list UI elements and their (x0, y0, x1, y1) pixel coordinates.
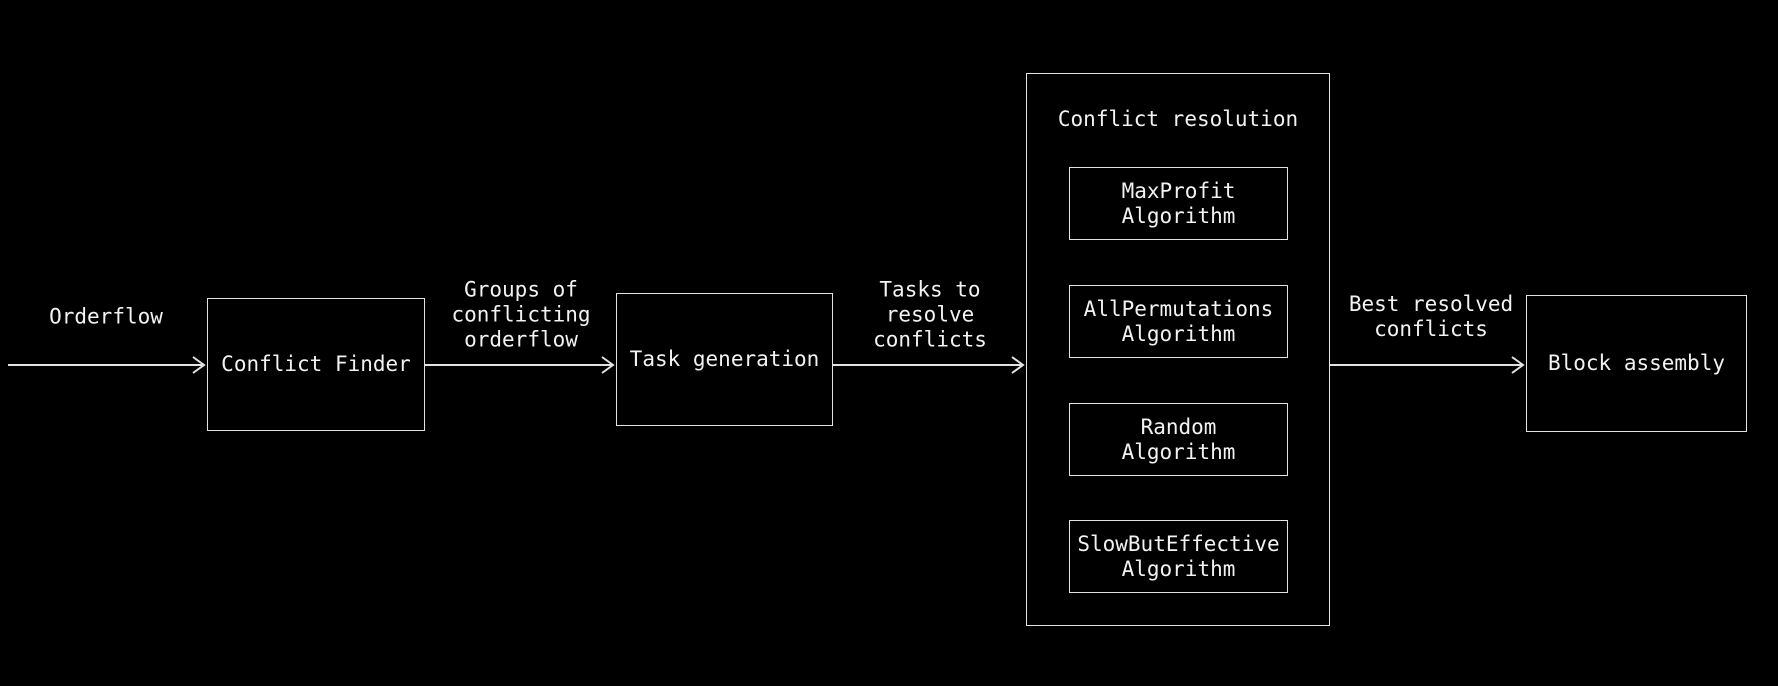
edge-label-tasks-to-resolve-conflicts: Tasks to resolve conflicts (873, 277, 987, 352)
algorithm-box-allpermutations: AllPermutations Algorithm (1069, 285, 1288, 358)
arrow-groups-of-conflicting-orderflow (425, 356, 615, 374)
node-conflict-finder: Conflict Finder (207, 298, 425, 431)
arrow-tasks-to-resolve-conflicts (833, 356, 1025, 374)
edge-label-best-resolved-conflicts: Best resolved conflicts (1348, 292, 1514, 341)
arrow-orderflow (8, 356, 206, 374)
edge-label-orderflow: Orderflow (49, 304, 163, 329)
algorithm-box-slowbuteffective: SlowButEffective Algorithm (1069, 520, 1288, 593)
arrowhead-icon (601, 356, 615, 374)
arrowhead-icon (1511, 356, 1525, 374)
node-block-assembly: Block assembly (1526, 295, 1747, 432)
arrow-best-resolved-conflicts (1330, 356, 1525, 374)
container-title: Conflict resolution (1057, 107, 1299, 131)
arrowhead-icon (1011, 356, 1025, 374)
node-task-generation: Task generation (616, 293, 833, 426)
algorithm-box-maxprofit: MaxProfit Algorithm (1069, 167, 1288, 240)
container-conflict-resolution: Conflict resolution MaxProfit Algorithm … (1026, 73, 1330, 626)
edge-label-groups-of-conflicting-orderflow: Groups of conflicting orderflow (451, 277, 591, 352)
algorithm-box-random: Random Algorithm (1069, 403, 1288, 476)
arrowhead-icon (192, 356, 206, 374)
